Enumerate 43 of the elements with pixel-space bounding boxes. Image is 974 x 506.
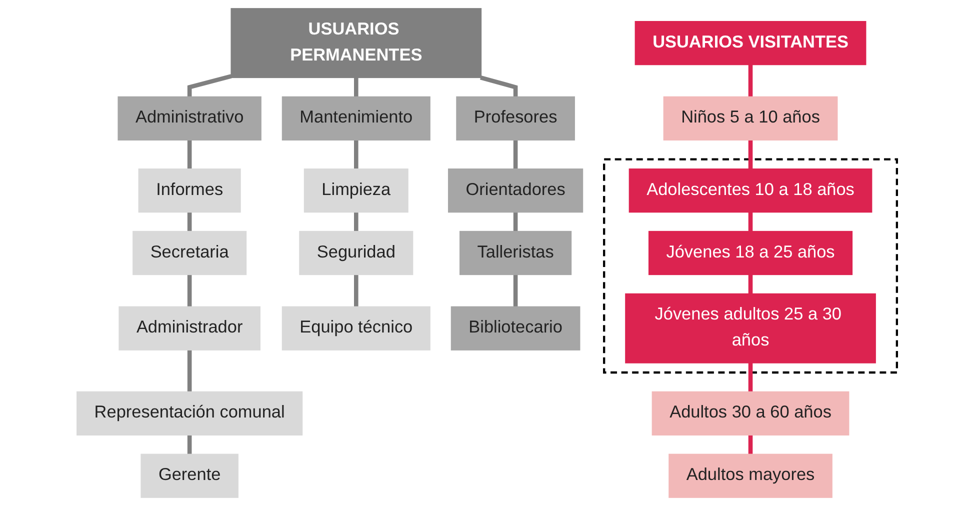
node-box: Jóvenes adultos 25 a 30 años (625, 293, 876, 364)
connector (354, 140, 358, 170)
node-box: Seguridad (299, 230, 414, 276)
node-box: Gerente (140, 454, 238, 498)
node-box: Adultos 30 a 60 años (652, 391, 850, 436)
node-box: Orientadores (448, 168, 584, 213)
connector (187, 274, 192, 307)
connector (748, 212, 753, 232)
connector (748, 362, 753, 392)
connector (748, 274, 753, 294)
connector (354, 78, 358, 97)
connector (748, 140, 753, 170)
connector (748, 434, 753, 454)
connector (187, 434, 192, 454)
node-box: USUARIOS VISITANTES (634, 21, 866, 66)
node-box: Informes (138, 168, 241, 213)
node-box: Administrador (118, 306, 260, 350)
connector (187, 212, 192, 232)
node-box: Jóvenes 18 a 25 años (648, 230, 853, 276)
connector (513, 274, 518, 307)
connector (187, 350, 192, 392)
node-box: USUARIOS PERMANENTES (230, 8, 482, 78)
node-box: Limpieza (304, 168, 408, 213)
node-box: Secretaria (132, 230, 247, 276)
node-box: Adultos mayores (668, 454, 832, 498)
node-box: Bibliotecario (450, 306, 580, 350)
connector (187, 140, 192, 170)
node-box: Equipo técnico (282, 306, 430, 350)
connector (354, 212, 358, 232)
connector (187, 74, 232, 97)
node-box: Adolescentes 10 a 18 años (628, 168, 872, 213)
node-box: Niños 5 a 10 años (663, 96, 838, 140)
connector (513, 140, 518, 170)
connector (480, 75, 518, 97)
node-box: Administrativo (118, 96, 262, 140)
node-box: Representación comunal (76, 391, 303, 436)
cluster (603, 158, 898, 374)
node-box: Talleristas (459, 230, 572, 276)
connector (354, 274, 358, 307)
connector (513, 212, 518, 232)
node-box: Profesores (456, 96, 575, 140)
connector (748, 64, 753, 97)
node-box: Mantenimiento (282, 96, 430, 140)
